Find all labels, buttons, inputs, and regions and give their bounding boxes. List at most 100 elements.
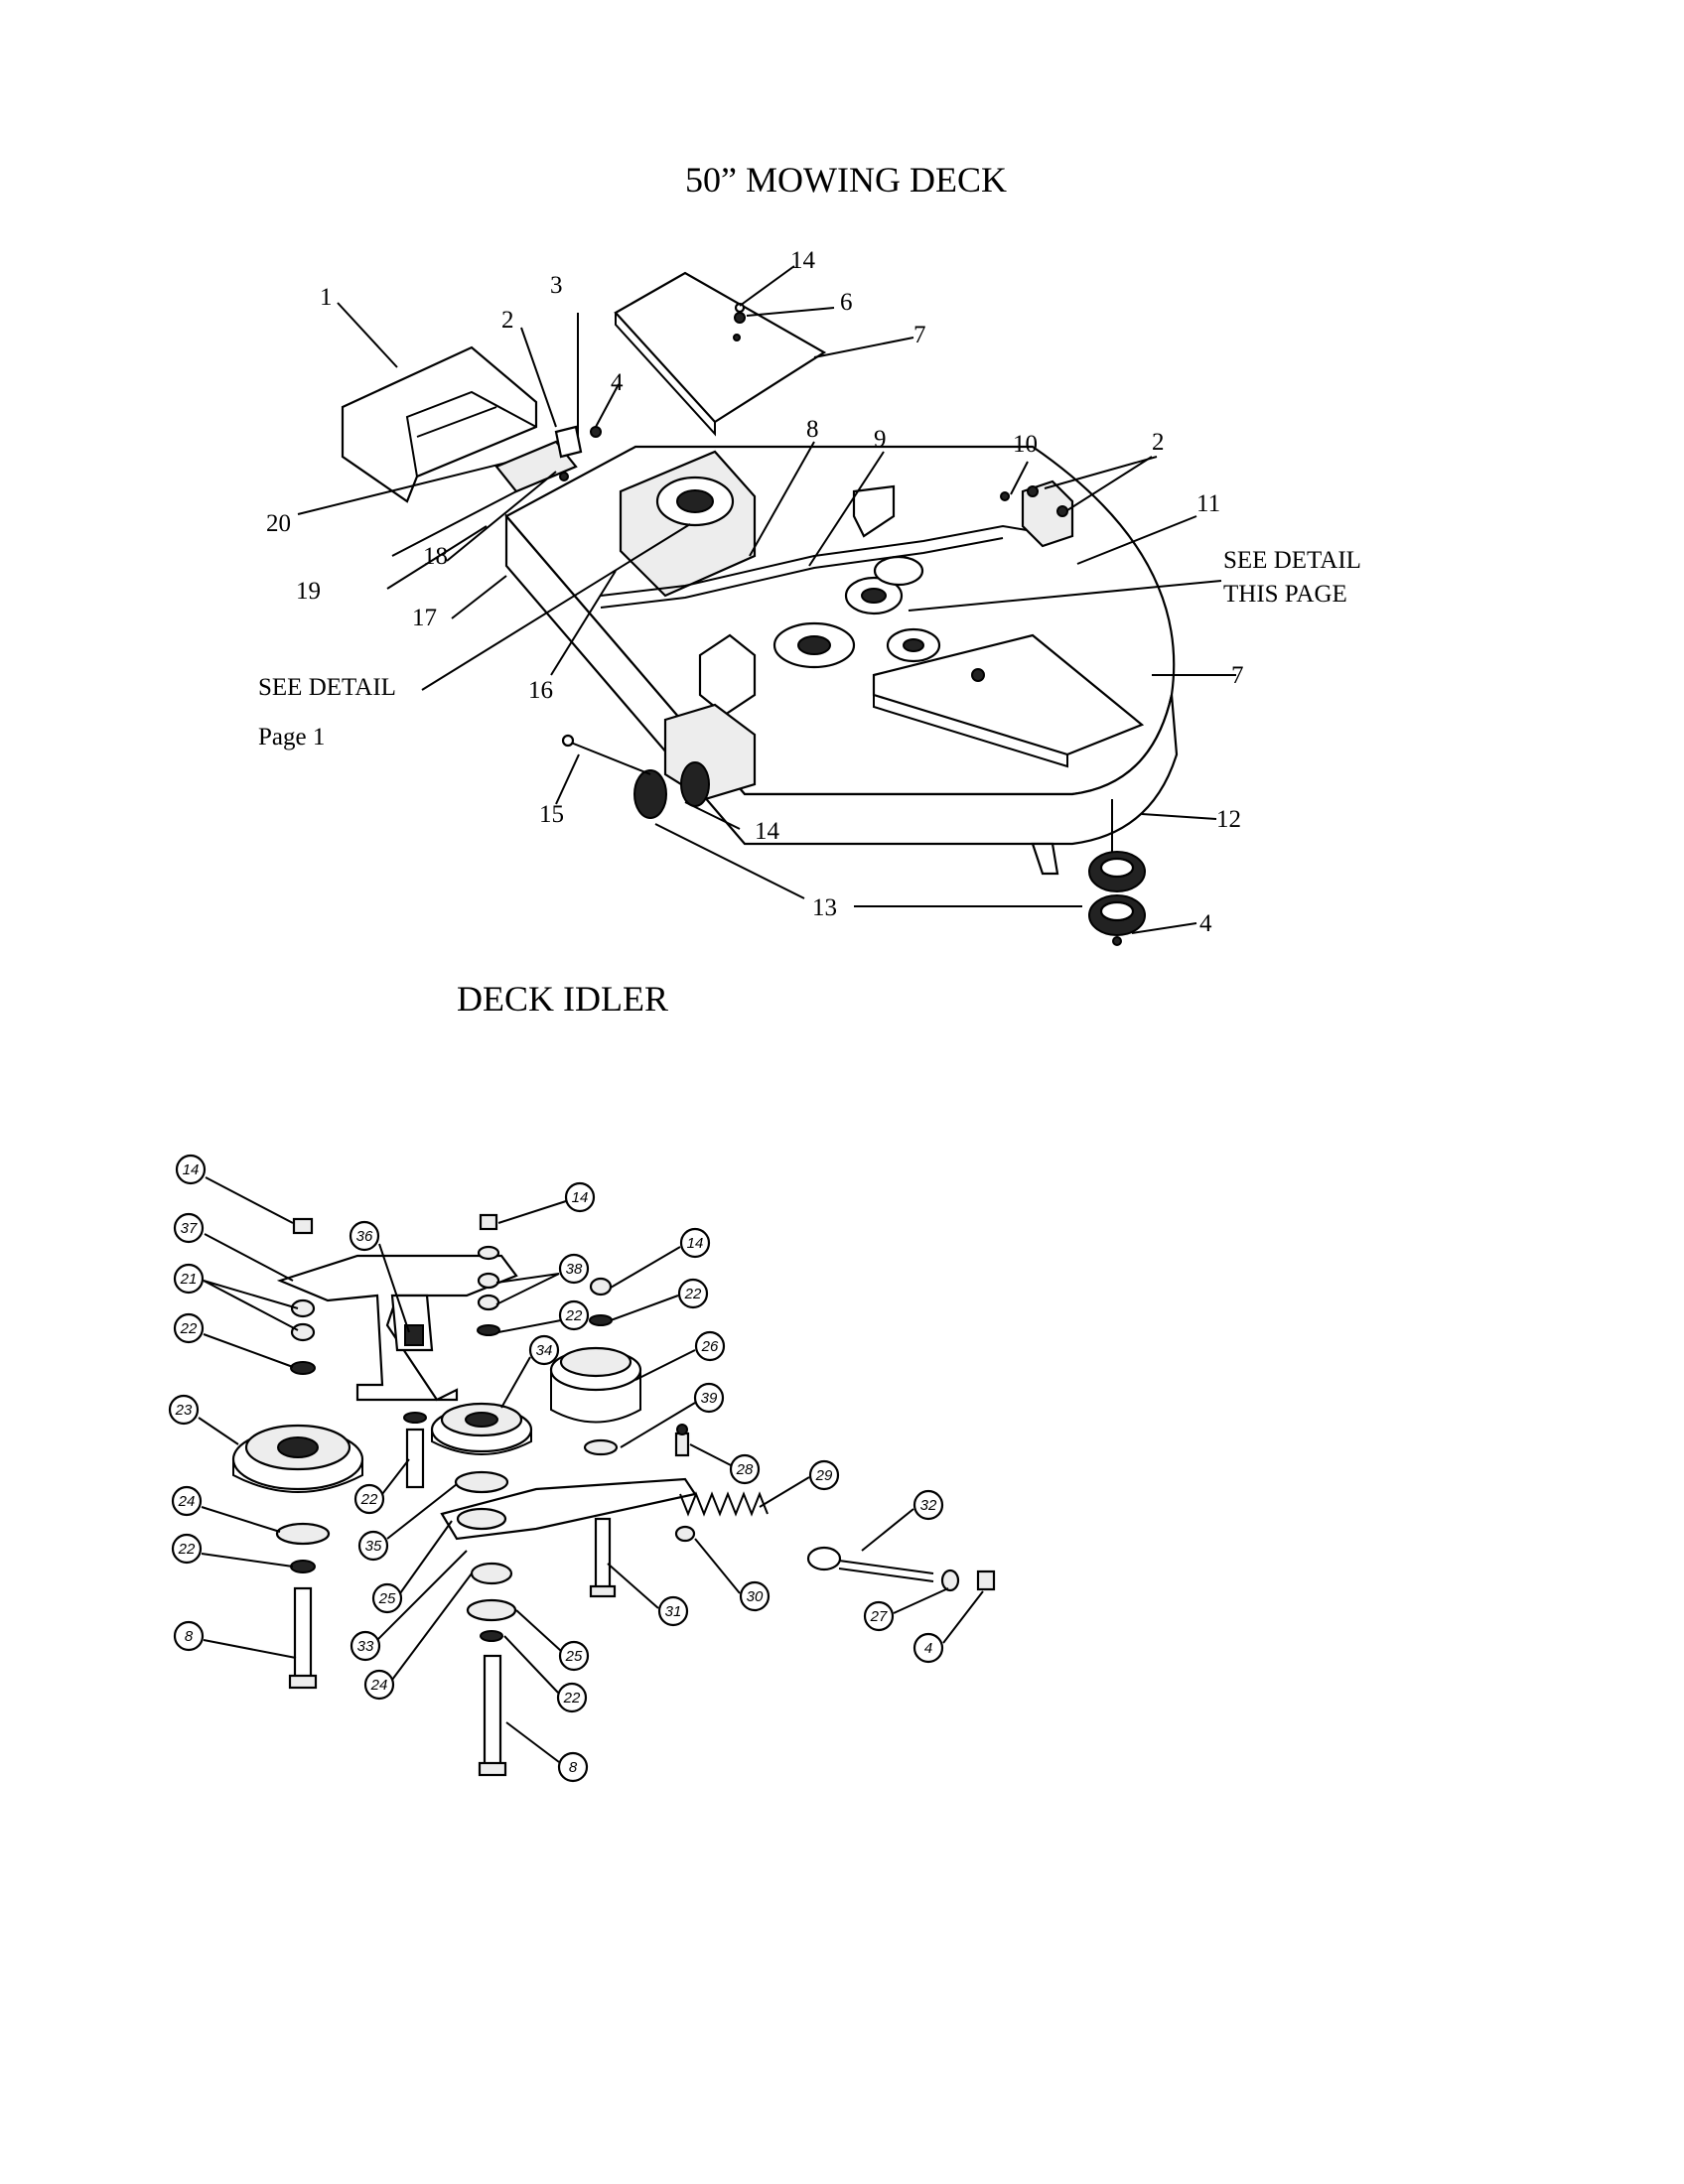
- callout-19: 19: [296, 578, 321, 605]
- svg-text:8: 8: [569, 1759, 578, 1776]
- callout-circle-14-c: 14: [679, 1227, 711, 1259]
- callout-circle-26: 26: [694, 1330, 726, 1362]
- svg-text:38: 38: [566, 1261, 583, 1278]
- svg-text:33: 33: [357, 1638, 374, 1655]
- callout-circle-27: 27: [863, 1600, 895, 1632]
- mowing-deck-title: 50” MOWING DECK: [685, 160, 1007, 200]
- belt-cover: [614, 271, 827, 424]
- idler-bracket: [276, 1254, 518, 1402]
- callout-circle-24-b: 24: [363, 1669, 395, 1701]
- callout-8: 8: [806, 416, 819, 443]
- svg-text:28: 28: [736, 1461, 754, 1478]
- front-hanger: [698, 633, 757, 717]
- callout-11: 11: [1196, 490, 1220, 517]
- deck-idler-title: DECK IDLER: [457, 979, 668, 1019]
- callout-circle-25-b: 25: [558, 1640, 590, 1672]
- callout-circle-29: 29: [808, 1459, 840, 1491]
- callout-circle-4: 4: [912, 1632, 944, 1664]
- svg-text:31: 31: [665, 1603, 682, 1620]
- callout-7: 7: [913, 322, 926, 348]
- callout-circle-21: 21: [173, 1263, 205, 1295]
- svg-text:21: 21: [180, 1271, 198, 1288]
- deck-idler-assembly: [231, 1213, 996, 1777]
- callout-12: 12: [1216, 806, 1241, 833]
- eye-bolt-ring: [806, 1546, 842, 1571]
- svg-text:29: 29: [815, 1467, 833, 1484]
- deck-leader-lines: [297, 265, 1236, 934]
- callout-circle-22-c: 22: [558, 1299, 590, 1331]
- callout-14b: 14: [755, 818, 780, 845]
- svg-text:27: 27: [870, 1608, 888, 1625]
- idler-leader-lines: [198, 1176, 984, 1763]
- see-detail-page1-line1: SEE DETAIL: [258, 674, 396, 701]
- svg-text:14: 14: [183, 1161, 200, 1178]
- gauge-wheel-front: [633, 769, 667, 819]
- callout-4b: 4: [1199, 910, 1212, 937]
- idler-bolt-left: [293, 1586, 313, 1680]
- svg-text:22: 22: [360, 1491, 378, 1508]
- callout-14: 14: [790, 247, 816, 274]
- see-detail-this-page-line1: SEE DETAIL: [1223, 547, 1361, 574]
- svg-text:25: 25: [565, 1648, 583, 1665]
- deck-skirt: [504, 513, 1179, 846]
- callout-circle-23: 23: [168, 1394, 200, 1426]
- callout-circle-22-e: 22: [353, 1483, 385, 1515]
- callout-7b: 7: [1231, 662, 1244, 689]
- svg-text:24: 24: [370, 1677, 388, 1694]
- callout-circle-22-a: 22: [173, 1312, 205, 1344]
- callout-circle-14: 14: [175, 1154, 207, 1185]
- callout-2: 2: [501, 307, 514, 334]
- chute-bracket: [494, 440, 578, 493]
- svg-text:37: 37: [181, 1220, 198, 1237]
- callout-circle-8-a: 8: [173, 1620, 205, 1652]
- svg-text:4: 4: [924, 1640, 932, 1657]
- svg-text:30: 30: [747, 1588, 764, 1605]
- callout-circle-33: 33: [350, 1630, 381, 1662]
- callout-3: 3: [550, 272, 563, 299]
- callout-10: 10: [1013, 431, 1038, 458]
- svg-text:35: 35: [365, 1538, 382, 1555]
- chute-rod: [391, 490, 517, 557]
- deck-pulley-d: [873, 555, 924, 587]
- callout-circle-24-a: 24: [171, 1485, 203, 1517]
- callout-circle-32: 32: [912, 1489, 944, 1521]
- svg-text:14: 14: [572, 1189, 589, 1206]
- svg-text:22: 22: [180, 1320, 198, 1337]
- idler-spring: [679, 1491, 769, 1517]
- svg-text:22: 22: [178, 1541, 196, 1558]
- discharge-chute: [341, 345, 538, 503]
- svg-text:25: 25: [378, 1590, 396, 1607]
- svg-text:32: 32: [920, 1497, 937, 1514]
- callout-circle-38: 38: [558, 1253, 590, 1285]
- callout-circle-37: 37: [173, 1212, 205, 1244]
- svg-text:14: 14: [687, 1235, 704, 1252]
- svg-text:36: 36: [356, 1228, 373, 1245]
- lift-rod: [600, 524, 1034, 597]
- svg-text:39: 39: [701, 1390, 718, 1407]
- svg-text:24: 24: [178, 1493, 196, 1510]
- see-detail-this-page-line2: THIS PAGE: [1223, 581, 1347, 608]
- svg-text:8: 8: [185, 1628, 194, 1645]
- callout-16: 16: [528, 677, 553, 704]
- callout-17: 17: [412, 605, 437, 631]
- callout-2b: 2: [1152, 429, 1165, 456]
- callout-6: 6: [840, 289, 853, 316]
- callout-circle-14-b: 14: [564, 1181, 596, 1213]
- callout-circle-31: 31: [657, 1595, 689, 1627]
- callout-circle-8-b: 8: [557, 1751, 589, 1783]
- callout-circle-36: 36: [349, 1220, 380, 1252]
- callout-20: 20: [266, 510, 291, 537]
- callout-4: 4: [611, 369, 624, 396]
- deck-cover-plate: [872, 633, 1145, 756]
- callout-circle-34: 34: [528, 1334, 560, 1366]
- idler-bolt-middle: [483, 1654, 502, 1767]
- see-detail-page1-line2: Page 1: [258, 724, 325, 751]
- callout-circle-39: 39: [693, 1382, 725, 1414]
- idler-callouts: 14 37 21 22 23 24 22 8 36 14 38 22 34 14…: [168, 1154, 944, 1783]
- deck-callouts: 1 2 3 4 14 6 7 8 9 10 2 11 20 18 19 17 1…: [258, 247, 1361, 937]
- callout-circle-22-b: 22: [171, 1533, 203, 1565]
- svg-text:26: 26: [701, 1338, 719, 1355]
- belt-guide: [1021, 479, 1074, 548]
- callout-1: 1: [320, 284, 333, 311]
